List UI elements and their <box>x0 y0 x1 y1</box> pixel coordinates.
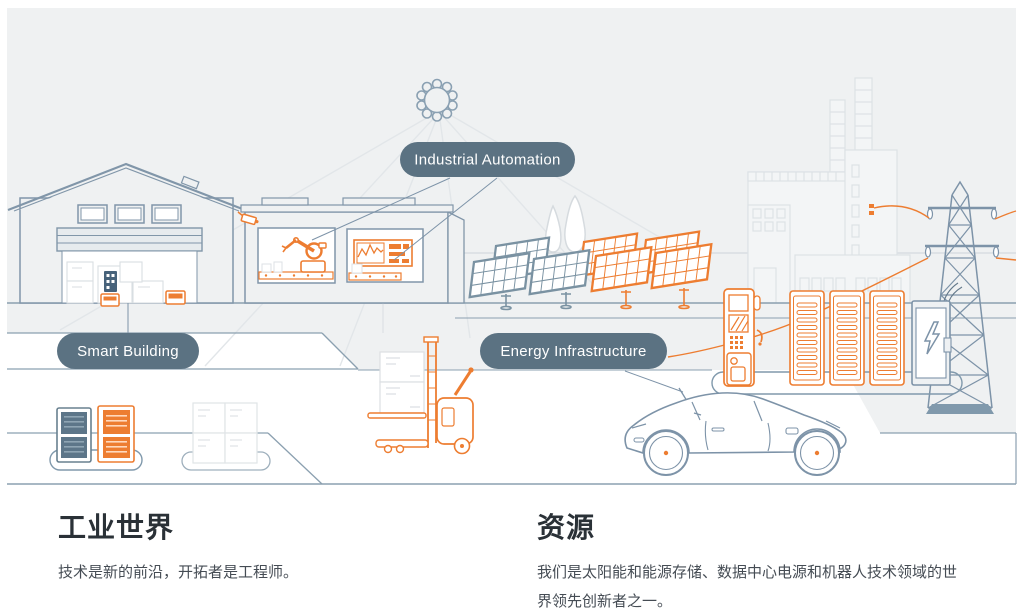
agv-robot <box>100 290 186 307</box>
hvac-cabinets <box>49 405 143 471</box>
conveyor-belt <box>348 263 402 281</box>
energy-infrastructure-label[interactable]: Energy Infrastructure <box>500 343 646 360</box>
warehouse-building <box>7 162 246 307</box>
camera-icon <box>237 211 259 226</box>
section-resources: 资源 我们是太阳能和能源存储、数据中心电源和机器人技术领域的世界领先创新者之一。 <box>537 506 961 613</box>
conveyor-belt <box>258 271 334 280</box>
resources-description: 我们是太阳能和能源存储、数据中心电源和机器人技术领域的世界领先创新者之一。 <box>537 564 958 610</box>
industrial-automation-label[interactable]: Industrial Automation <box>414 152 560 169</box>
section-industrial-world: 工业世界 技术是新的前沿，开拓者是工程师。 <box>58 506 498 587</box>
lightning-bolt-icon <box>923 321 941 355</box>
forklift-icon <box>367 336 474 455</box>
warehouse-windows <box>77 204 182 224</box>
electrical-box-icon <box>911 282 963 386</box>
cargo-boxes <box>181 402 271 471</box>
connector-lines <box>127 177 684 393</box>
industrial-world-subtitle: 技术是新的前沿，开拓者是工程师。 <box>58 564 299 581</box>
solar-panels <box>468 230 713 311</box>
sports-car <box>624 387 847 476</box>
industrial-world-title: 工业世界 <box>58 512 175 543</box>
label-industrial-automation[interactable]: Industrial Automation <box>400 142 575 177</box>
hero-illustration: Industrial Automation Smart Building Ene… <box>7 8 1017 485</box>
battery-storage-icon <box>789 290 905 386</box>
robot-arm-icon <box>281 237 327 273</box>
sun-icon <box>416 78 458 122</box>
server-rack <box>104 271 117 292</box>
power-plant <box>747 77 911 304</box>
resources-title: 资源 <box>537 512 596 543</box>
factory-building <box>237 197 465 304</box>
ev-charger-icon <box>723 288 763 387</box>
label-smart-building[interactable]: Smart Building <box>57 333 199 369</box>
label-energy-infrastructure[interactable]: Energy Infrastructure <box>480 333 667 369</box>
smart-building-label[interactable]: Smart Building <box>77 343 179 360</box>
transmission-tower-icon <box>924 180 1000 414</box>
